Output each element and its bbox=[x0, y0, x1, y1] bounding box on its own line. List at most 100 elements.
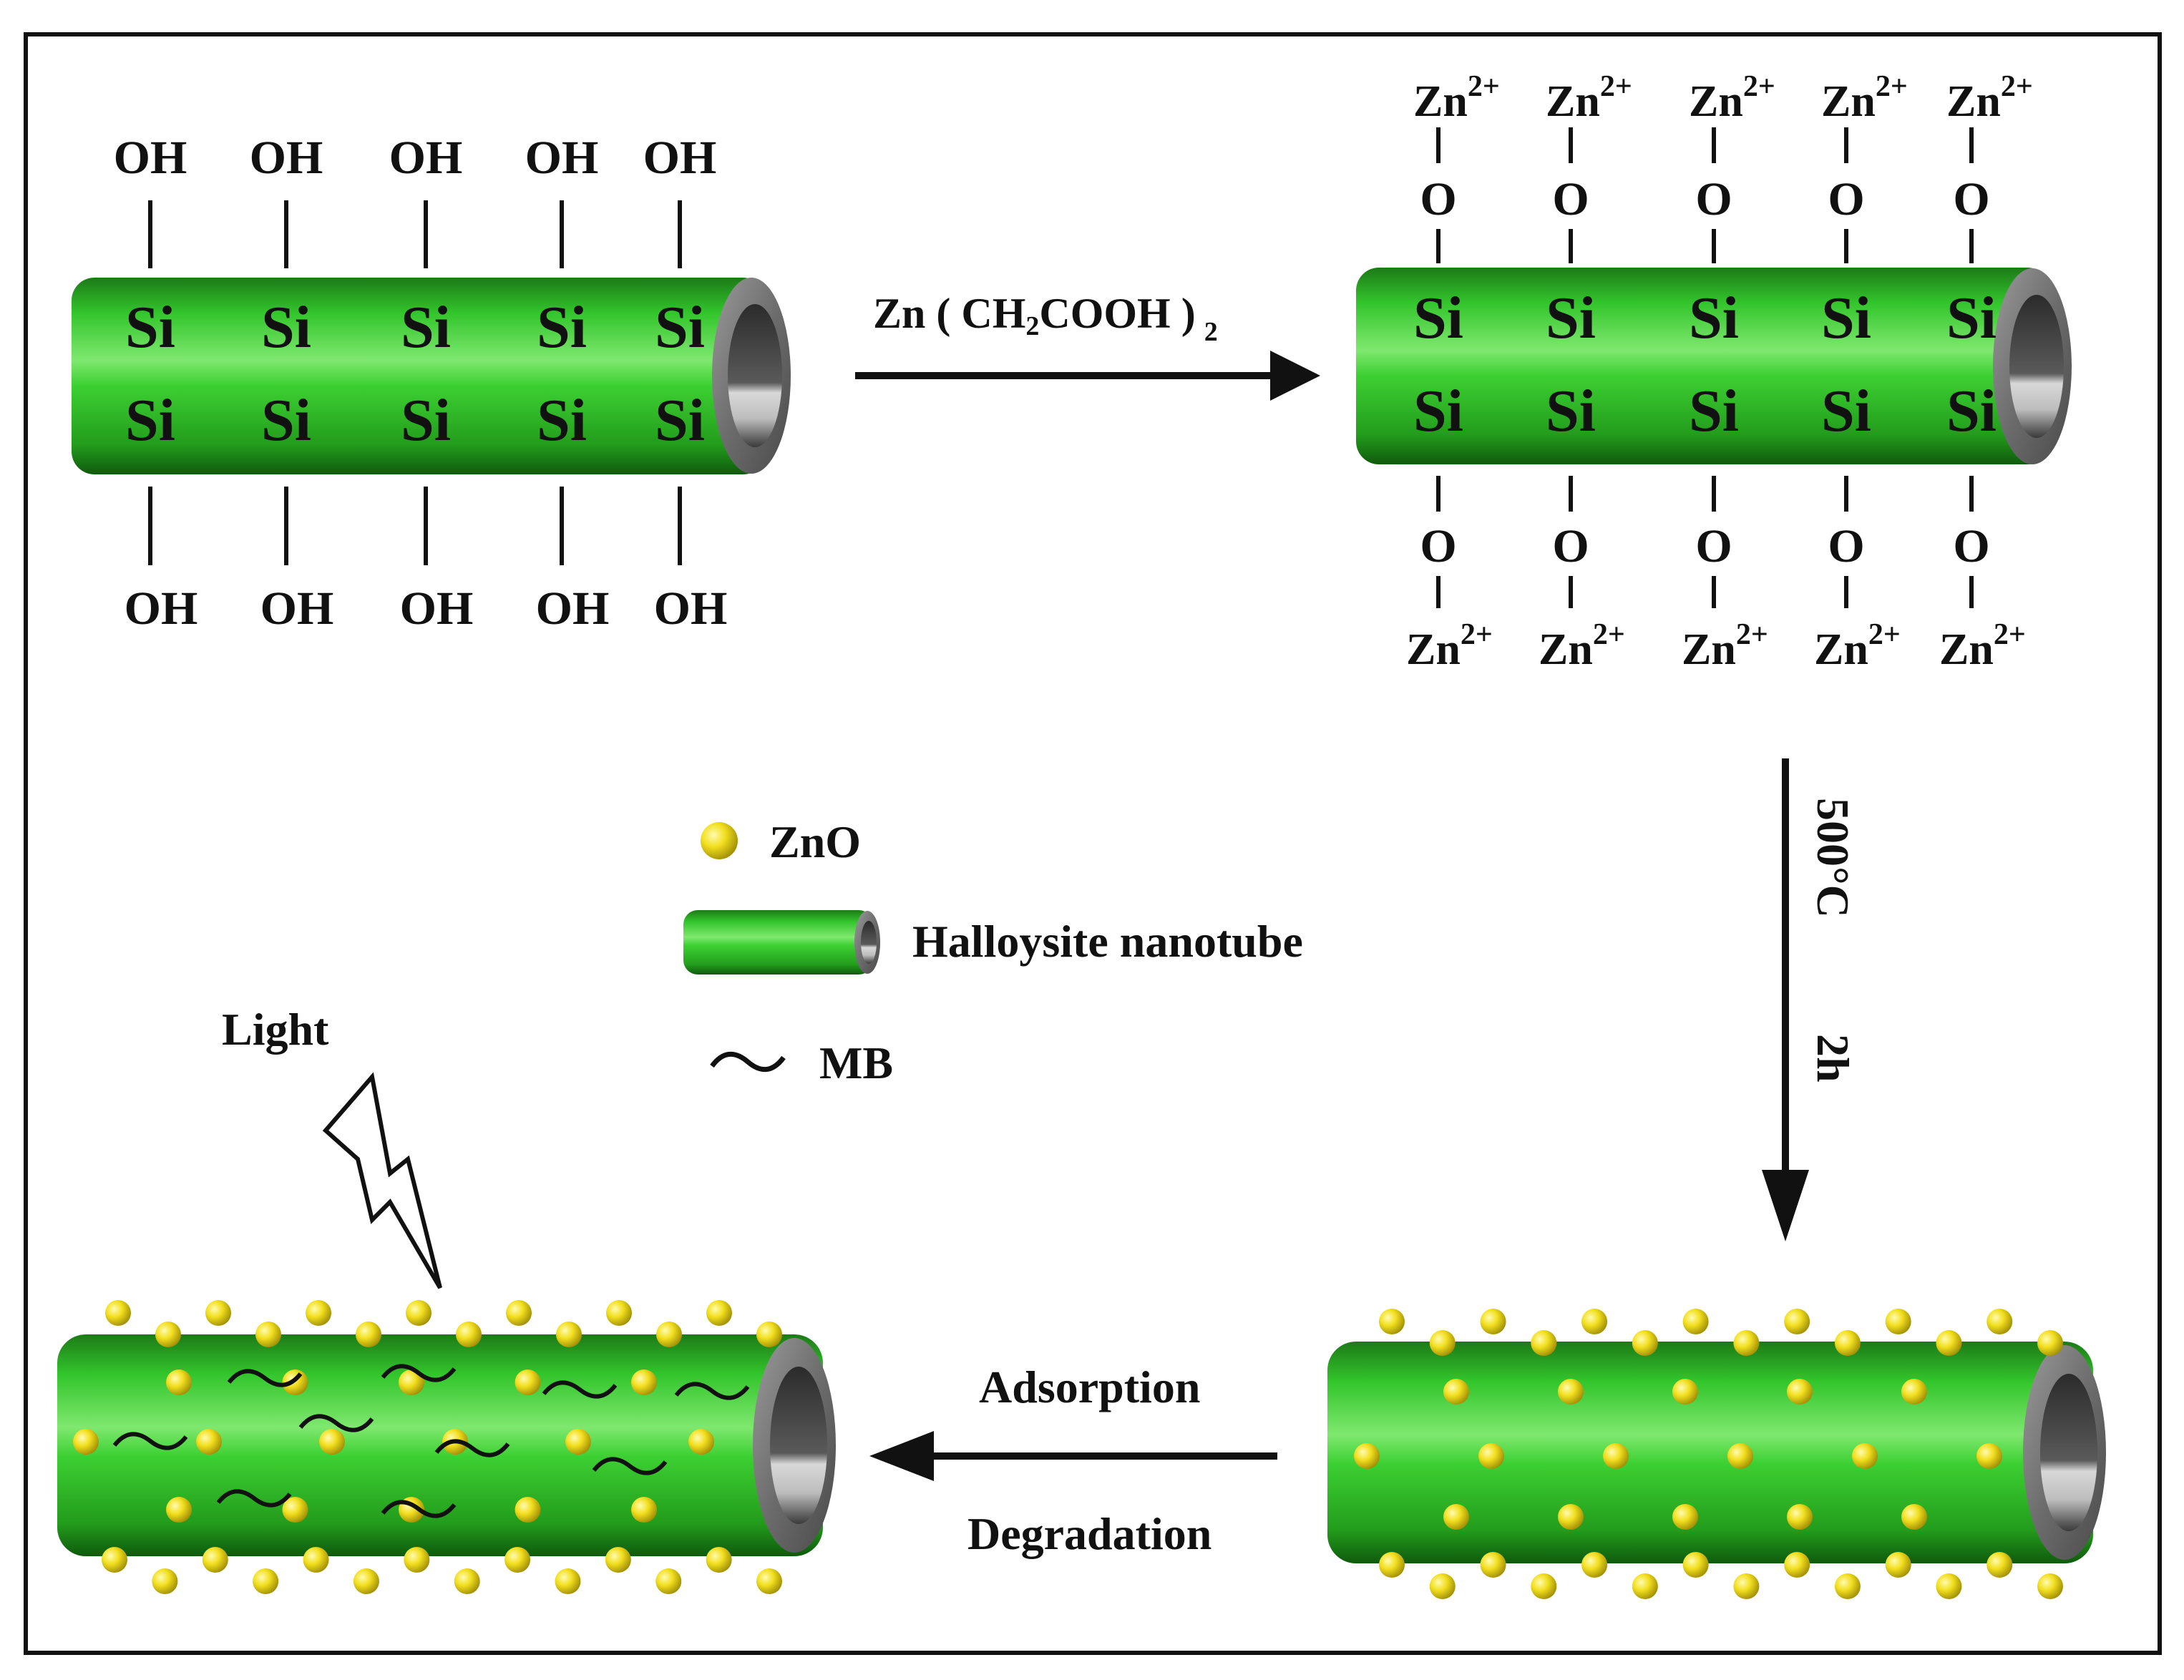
zno-particle bbox=[1354, 1443, 1380, 1469]
zno-particle bbox=[1733, 1573, 1760, 1599]
zno-particle bbox=[631, 1497, 657, 1523]
oxygen-atom-top: O bbox=[1552, 173, 1589, 225]
zno-particle bbox=[166, 1497, 192, 1523]
zno-particle bbox=[255, 1322, 281, 1347]
zno-particle bbox=[282, 1497, 308, 1523]
zno-particles bbox=[73, 1300, 782, 1594]
zno-particle bbox=[1581, 1309, 1608, 1334]
zn-ion-top: Zn2+ bbox=[1689, 70, 1775, 126]
zno-particle bbox=[756, 1568, 782, 1594]
zno-particle bbox=[102, 1547, 127, 1573]
zno-particle bbox=[319, 1429, 345, 1455]
zno-particle bbox=[1558, 1504, 1584, 1530]
halloysite-tube-bl bbox=[57, 1334, 836, 1556]
si-atom: Si bbox=[537, 294, 587, 361]
zno-particle bbox=[1379, 1309, 1405, 1334]
zno-particle bbox=[1784, 1552, 1810, 1578]
zno-particle bbox=[456, 1322, 482, 1347]
si-atom: Si bbox=[261, 294, 311, 361]
oxygen-atom-bottom: O bbox=[1953, 520, 1989, 572]
zno-particle bbox=[166, 1369, 192, 1395]
oxygen-atom-top: O bbox=[1953, 173, 1989, 225]
mb-molecule bbox=[227, 1369, 303, 1387]
si-atom: Si bbox=[1689, 285, 1739, 351]
zno-particle bbox=[1379, 1552, 1405, 1578]
zno-particle bbox=[2037, 1330, 2063, 1356]
oxygen-atom-bottom: O bbox=[1420, 520, 1456, 572]
oh-group-bottom: OH bbox=[536, 582, 610, 635]
zno-particle bbox=[504, 1547, 531, 1573]
zno-particle bbox=[356, 1322, 381, 1347]
si-atom: Si bbox=[125, 387, 175, 454]
zno-particle bbox=[1787, 1504, 1813, 1530]
zno-particle bbox=[1672, 1379, 1698, 1405]
zno-particle bbox=[306, 1300, 331, 1326]
legend-mb-label: MB bbox=[819, 1037, 893, 1088]
oh-group-top: OH bbox=[643, 132, 717, 184]
mb-molecule bbox=[434, 1439, 510, 1457]
zno-particle bbox=[1429, 1330, 1456, 1356]
oh-bonds bbox=[148, 200, 682, 565]
zn-ion-bottom: Zn2+ bbox=[1939, 618, 2026, 674]
zno-particle bbox=[565, 1429, 591, 1455]
zno-particle bbox=[606, 1300, 632, 1326]
si-atom: Si bbox=[655, 387, 705, 454]
zno-particle bbox=[155, 1322, 181, 1347]
zno-particle bbox=[404, 1547, 430, 1573]
si-atom: Si bbox=[655, 294, 705, 361]
light-label: Light bbox=[222, 1004, 329, 1055]
zno-particle bbox=[656, 1322, 682, 1347]
oxygen-atom-top: O bbox=[1695, 173, 1732, 225]
si-atom: Si bbox=[537, 387, 587, 454]
mb-molecule bbox=[112, 1432, 188, 1450]
si-atom: Si bbox=[1413, 378, 1463, 444]
legend: ZnO Halloysite nanotube MB bbox=[683, 816, 1303, 1088]
zno-particle bbox=[706, 1300, 732, 1326]
zno-particle bbox=[253, 1568, 279, 1594]
zno-particle bbox=[205, 1300, 231, 1326]
zno-particle bbox=[1581, 1552, 1608, 1578]
zno-particle bbox=[196, 1429, 222, 1455]
mb-molecule bbox=[592, 1457, 668, 1475]
adsorption-label: Adsorption bbox=[979, 1362, 1200, 1412]
zno-particle bbox=[2037, 1573, 2063, 1599]
zn-ion-top: Zn2+ bbox=[1546, 70, 1632, 126]
zno-particle bbox=[631, 1369, 657, 1395]
zno-particle bbox=[1936, 1573, 1962, 1599]
zno-particle bbox=[1936, 1330, 1962, 1356]
zno-halloysite-mb-panel bbox=[57, 1300, 836, 1594]
zno-particle bbox=[1901, 1504, 1927, 1530]
zno-particle bbox=[1733, 1330, 1760, 1356]
zn-modified-panel: Zn2+OSiSiOZn2+Zn2+OSiSiOZn2+Zn2+OSiSiOZn… bbox=[1356, 70, 2072, 674]
oh-group-bottom: OH bbox=[260, 582, 334, 635]
mb-molecule bbox=[381, 1500, 457, 1518]
zn-ion-bottom: Zn2+ bbox=[1814, 618, 1901, 674]
oh-group-top: OH bbox=[114, 132, 187, 184]
zno-particle bbox=[506, 1300, 532, 1326]
zno-particle bbox=[1531, 1330, 1557, 1356]
si-atom: Si bbox=[1946, 285, 1997, 351]
zno-particle bbox=[1986, 1309, 2013, 1334]
zno-particle bbox=[1727, 1443, 1753, 1469]
zn-ion-top: Zn2+ bbox=[1946, 70, 2033, 126]
si-atom: Si bbox=[1821, 285, 1871, 351]
zno-particle bbox=[1480, 1309, 1506, 1334]
si-atom: Si bbox=[401, 294, 451, 361]
mb-molecule bbox=[298, 1414, 374, 1432]
zno-particle bbox=[1986, 1552, 2013, 1578]
zn-ion-bottom: Zn2+ bbox=[1682, 618, 1768, 674]
zno-particle bbox=[1603, 1443, 1629, 1469]
halloysite-tube-tl bbox=[72, 278, 791, 474]
mb-molecule bbox=[542, 1380, 618, 1399]
zno-particle bbox=[1672, 1504, 1698, 1530]
oxygen-atom-top: O bbox=[1420, 173, 1456, 225]
process-arrow bbox=[869, 1431, 1277, 1481]
zno-particle bbox=[1632, 1330, 1658, 1356]
zno-particle bbox=[1531, 1573, 1557, 1599]
oh-group-bottom: OH bbox=[125, 582, 198, 635]
zno-particle bbox=[1632, 1573, 1658, 1599]
si-atom: Si bbox=[1546, 285, 1596, 351]
oxygen-atom-bottom: O bbox=[1552, 520, 1589, 572]
